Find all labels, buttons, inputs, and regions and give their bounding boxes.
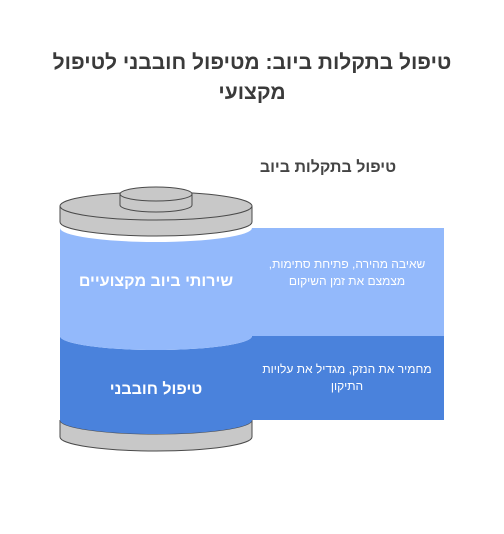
cylinder-layer-professional bbox=[60, 228, 252, 350]
cylinder-layer-amateur bbox=[60, 336, 252, 434]
diagram-title: טיפול בתקלות ביוב: מטיפול חובבני לטיפול … bbox=[52, 51, 452, 104]
side-heading: טיפול בתקלות ביוב bbox=[259, 159, 397, 176]
desc-panel-professional bbox=[252, 228, 444, 336]
cylinder-knob-top bbox=[119, 186, 193, 202]
layer-desc-professional: שאיבה מהירה, פתיחת סתימות, מצמצם את זמן … bbox=[268, 257, 426, 288]
layer-desc-amateur: מחמיר את הנזק, מגדיל את עלויות התיקון bbox=[262, 362, 432, 393]
layer-label-professional: שירותי ביוב מקצועיים bbox=[78, 273, 234, 290]
layer-label-amateur: טיפול חובבני bbox=[109, 381, 203, 398]
desc-panel-amateur bbox=[252, 336, 444, 420]
